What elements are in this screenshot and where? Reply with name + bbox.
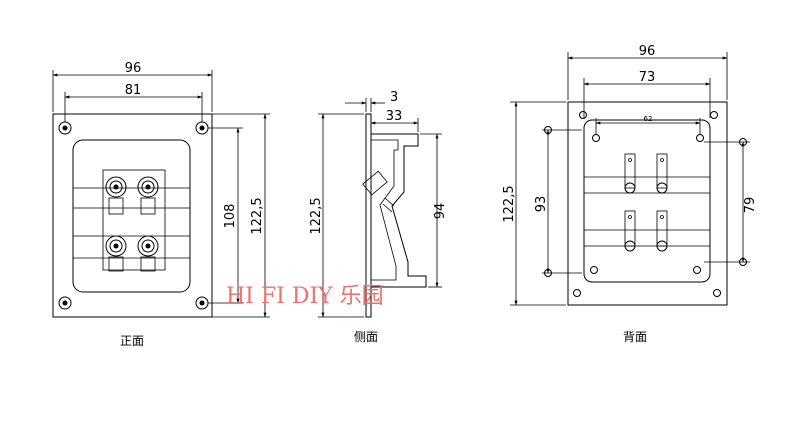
back-dim-width-inner: 73 [583,70,711,118]
front-dim-height-outer: 122,5 [212,113,270,318]
terminal-lug-icon [624,210,636,252]
binding-post-icon [105,176,127,215]
side-dim-height-outer: 122,5 [309,113,364,318]
watermark: HI FI DIY 乐园 [226,284,384,309]
side-profile [371,133,427,288]
front-inner-window [72,139,191,293]
back-bands [584,176,710,247]
front-caption: 正面 [120,334,144,348]
front-bands [73,169,190,271]
front-height-outer-label: 122,5 [250,197,265,234]
side-dim-thickness: 3 [345,90,398,112]
back-mount-holes [544,111,747,297]
back-inner-recess [583,119,711,283]
front-outer-plate [52,113,213,318]
side-dim-depth: 33 [370,109,419,132]
back-dim-width-outer: 96 [567,44,728,100]
binding-post-icon [137,235,159,272]
back-terminals [624,153,668,252]
side-caption: 侧面 [354,330,378,344]
binding-post-icon [105,235,127,272]
front-width-outer-label: 96 [125,61,142,76]
back-width-small-label: 62 [644,115,653,123]
back-view: 96 73 62 122,5 93 [502,44,758,344]
terminal-lug-icon [656,210,668,252]
side-thickness-label: 3 [390,90,398,105]
back-height-inner-label: 93 [534,196,549,213]
binding-post-icon [137,176,159,215]
side-plate [365,113,372,318]
side-height-inner-label: 94 [433,203,448,220]
front-binding-posts [105,176,159,272]
back-caption: 背面 [623,330,647,344]
side-height-outer-label: 122,5 [309,197,324,234]
front-dim-width-outer: 96 [52,61,213,112]
back-height-holes-label: 79 [743,197,758,214]
front-width-holes-label: 81 [125,83,142,98]
side-view: 3 33 122,5 94 侧面 [309,90,448,344]
back-outer-plate [567,101,728,306]
back-dim-height-outer: 122,5 [502,101,566,306]
back-height-outer-label: 122,5 [502,185,517,222]
front-height-holes-label: 108 [223,204,238,229]
back-dim-width-small: 62 [595,115,701,134]
side-dim-height-inner: 94 [420,133,448,288]
front-view: 96 81 108 122,5 正面 [52,61,270,348]
back-dim-height-holes: 79 [704,141,758,263]
front-dim-width-holes: 81 [64,83,203,122]
back-width-outer-label: 96 [639,44,656,59]
terminal-lug-icon [624,153,636,194]
side-post-icon [362,170,388,196]
side-depth-label: 33 [386,109,403,124]
front-mount-holes [58,121,209,310]
back-dim-height-inner: 93 [534,129,582,274]
front-dim-height-holes: 108 [208,127,243,304]
terminal-lug-icon [656,153,668,194]
back-width-inner-label: 73 [639,70,656,85]
side-profile-inner [371,139,399,281]
